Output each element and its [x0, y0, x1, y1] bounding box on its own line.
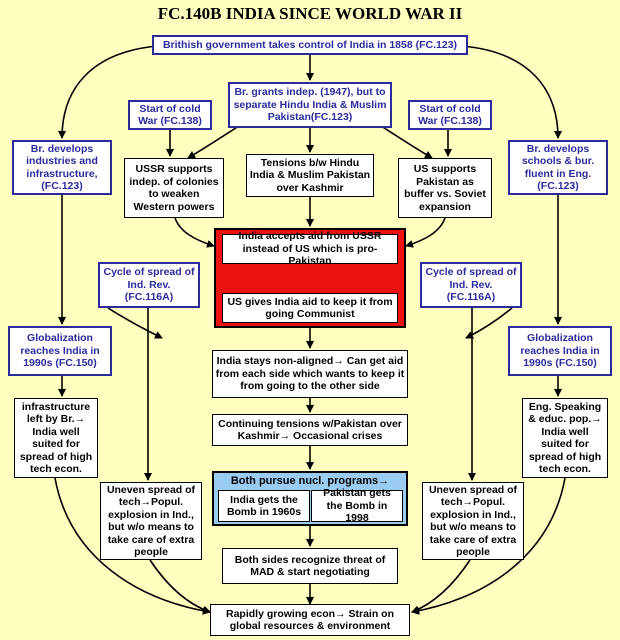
- node-tensions: Tensions b/w Hindu India & Muslim Pakist…: [246, 154, 374, 197]
- node-uneven-left: Uneven spread of tech→Popul. explosion i…: [100, 482, 202, 560]
- node-glob-right: Globalization reaches India in 1990s (FC…: [508, 326, 612, 376]
- node-eng-speaking: Eng. Speaking & educ. pop.→ India well s…: [522, 398, 608, 478]
- node-br-schools: Br. develops schools & bur. fluent in En…: [508, 140, 608, 195]
- node-us-gives: US gives India aid to keep it from going…: [222, 293, 398, 323]
- nuclear-title: Both pursue nucl. programs→: [230, 475, 390, 487]
- node-ussr-supports: USSR supports indep. of colonies to weak…: [124, 158, 224, 218]
- node-cold-war-left: Start of cold War (FC.138): [128, 100, 212, 130]
- node-independence: Br. grants indep. (1947), but to separat…: [228, 82, 392, 128]
- node-cycle-right: Cycle of spread of Ind. Rev. (FC.116A): [420, 262, 522, 308]
- node-india-accepts: India accepts aid from USSR instead of U…: [222, 230, 398, 267]
- node-british-control: Brithish government takes control of Ind…: [152, 35, 468, 55]
- node-uneven-right: Uneven spread of tech→Popul. explosion i…: [422, 482, 524, 560]
- page-title: FC.140B INDIA SINCE WORLD WAR II: [157, 4, 463, 23]
- node-non-aligned: India stays non-aligned→ Can get aid fro…: [212, 350, 408, 398]
- node-infrastructure: infrastructure left by Br.→ India well s…: [14, 398, 98, 478]
- node-continuing-tensions: Continuing tensions w/Pakistan over Kash…: [212, 414, 408, 446]
- node-india-bomb: India gets the Bomb in 1960s: [218, 490, 310, 522]
- node-cold-war-right: Start of cold War (FC.138): [408, 100, 492, 130]
- node-us-supports: US supports Pakistan as buffer vs. Sovie…: [398, 158, 492, 218]
- node-br-industries: Br. develops industries and infrastructu…: [12, 140, 112, 195]
- node-cycle-left: Cycle of spread of Ind. Rev. (FC.116A): [98, 262, 200, 308]
- node-mad: Both sides recognize threat of MAD & sta…: [222, 548, 398, 584]
- node-glob-left: Globalization reaches India in 1990s (FC…: [8, 326, 112, 376]
- node-pakistan-bomb: Pakistan gets the Bomb in 1998: [311, 487, 403, 524]
- node-growing-econ: Rapidly growing econ→ Strain on global r…: [210, 604, 410, 636]
